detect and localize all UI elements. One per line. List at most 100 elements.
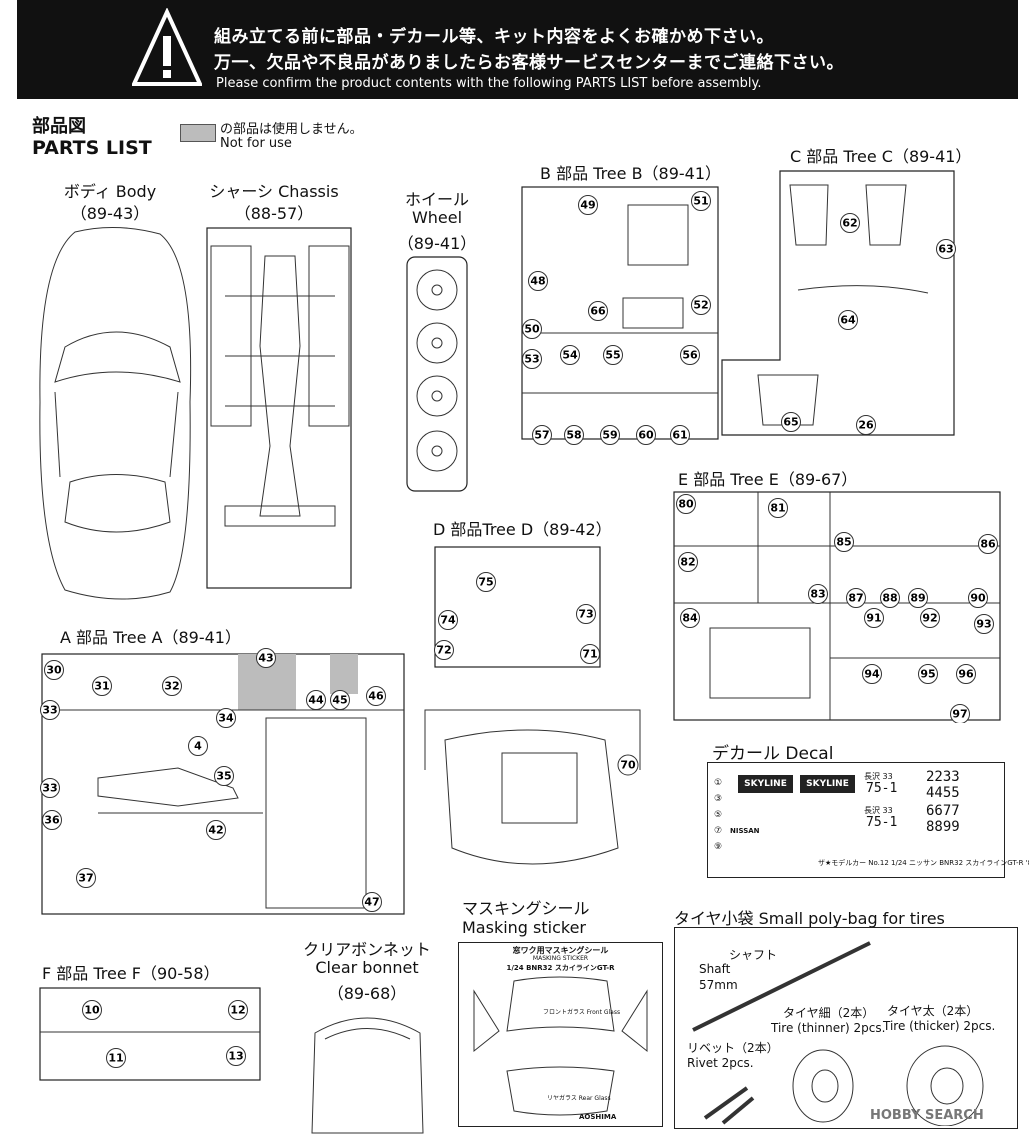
decal-digits-3: 6677 — [926, 803, 960, 819]
tree-e-part-circle — [880, 588, 900, 608]
decal-nissan: NISSAN — [730, 827, 760, 835]
tree-c-title: C 部品 Tree C（89-41） — [790, 147, 972, 166]
rivet-2 — [721, 1096, 755, 1125]
tree-b-part-circle — [670, 425, 690, 445]
legend-en: Not for use — [220, 136, 292, 151]
tree-e-part-circle — [676, 494, 696, 514]
decal-digits-2: 4455 — [926, 785, 960, 801]
tree-f-part-circle — [82, 1000, 102, 1020]
tree-d-part-circle — [476, 572, 496, 592]
tree-a-part-number: 31 — [94, 680, 109, 693]
tree-e-part-circle — [968, 588, 988, 608]
tree-e-part-number: 95 — [920, 668, 935, 681]
tree-e-part-number: 81 — [770, 502, 785, 515]
tree-b-part-number: 53 — [524, 353, 539, 366]
tree-a-part-circle — [40, 778, 60, 798]
tree-a-part-number: 47 — [364, 896, 379, 909]
decal-plate-region-2: 長沢 33 — [864, 806, 893, 815]
tree-f-part-circle — [106, 1048, 126, 1068]
tree-f-part-number: 10 — [84, 1004, 100, 1017]
tree-a-part-number: 30 — [46, 664, 62, 677]
tree-a-part-circle — [256, 648, 276, 668]
tree-d-part-number: 71 — [582, 648, 597, 661]
tree-e-part-number: 90 — [970, 592, 986, 605]
tree-e-part-number: 85 — [836, 536, 851, 549]
masking-shapes — [473, 976, 648, 1116]
decal-circled-numbers: ① ③ ⑤ ⑦ ⑨ — [714, 775, 726, 855]
decal-skyline-1: SKYLINE — [738, 775, 793, 793]
tree-e-title: E 部品 Tree E（89-67） — [678, 470, 858, 489]
tree-e-part-number: 86 — [980, 538, 996, 551]
tree-e-part-number: 91 — [866, 612, 881, 625]
tree-a-part-circle — [214, 766, 234, 786]
tree-e-part-number: 88 — [882, 592, 897, 605]
tree-b-part-number: 51 — [693, 195, 708, 208]
tree-a-part-number: 45 — [332, 694, 347, 707]
tree-d-part-circle — [580, 644, 600, 664]
tree-f-part-number: 11 — [108, 1052, 123, 1065]
tree-e-part-number: 96 — [958, 668, 974, 681]
tree-a-part-circle — [76, 868, 96, 888]
tires-box: シャフト Shaft 57mm タイヤ細（2本） Tire (thinner) … — [674, 927, 1018, 1129]
decal-plate-2: 75-1 — [866, 815, 898, 830]
tree-e-part-number: 93 — [976, 618, 991, 631]
tree-d-part-number: 74 — [440, 614, 456, 627]
tree-a-part-number: 42 — [208, 824, 223, 837]
tree-b-part-number: 54 — [562, 349, 578, 362]
tree-c-part-circle — [781, 412, 801, 432]
tree-a-part-number: 35 — [216, 770, 231, 783]
decal-title: デカール Decal — [712, 744, 834, 764]
tree-b-part-number: 55 — [605, 349, 620, 362]
tree-a-part-number: 34 — [218, 712, 234, 725]
tree-c-part-circle — [840, 213, 860, 233]
decal-circled-1: ① — [714, 778, 723, 788]
tree-b-part-circle — [636, 425, 656, 445]
tree-a-part-circle — [206, 820, 226, 840]
chassis-drawing — [206, 227, 352, 589]
tree-a-part-number: 37 — [78, 872, 93, 885]
tree-a-part-circle — [92, 676, 112, 696]
masking-sheet-model: 1/24 BNR32 スカイラインGT-R — [506, 964, 615, 972]
tree-a-part-number: 36 — [44, 814, 60, 827]
part-70-number: 70 — [620, 759, 636, 772]
shaft-label-jp: シャフト — [729, 948, 778, 962]
tree-f-part-number: 13 — [228, 1050, 243, 1063]
tree-e-part-number: 87 — [848, 592, 863, 605]
tires-title: タイヤ小袋 Small poly-bag for tires — [674, 909, 945, 928]
decal-circled-7: ⑦ — [714, 826, 723, 836]
masking-brand-logo: AOSHIMA — [579, 1113, 617, 1121]
tire-thin — [792, 1049, 854, 1123]
tree-c-part-circle — [856, 415, 876, 435]
watermark-logo: HOBBY SEARCH — [870, 1108, 984, 1123]
tree-c-part-number: 62 — [842, 217, 857, 230]
tree-e-part-circle — [846, 588, 866, 608]
tree-e-part-number: 84 — [682, 612, 698, 625]
tree-a-part-circle — [330, 690, 350, 710]
tree-b-part-number: 66 — [590, 305, 606, 318]
tree-a-part-circle — [216, 708, 236, 728]
tree-b-part-circle — [680, 345, 700, 365]
tree-b-part-number: 58 — [566, 429, 581, 442]
parts-list-title-en: PARTS LIST — [32, 137, 152, 159]
tree-b-part-circle — [578, 195, 598, 215]
tree-e-part-circle — [908, 588, 928, 608]
tree-b-part-circle — [528, 271, 548, 291]
tree-e-part-number: 97 — [952, 708, 967, 721]
tree-e-part-number: 89 — [910, 592, 925, 605]
tree-e-part-circle — [920, 608, 940, 628]
decal-sheet: SKYLINE SKYLINE 長沢 33 75-1 長沢 33 75-1 22… — [707, 762, 1029, 878]
tire-thick-jp: タイヤ太（2本） — [887, 1004, 979, 1018]
clear-bonnet-en: Clear bonnet — [315, 958, 419, 977]
tree-b-part-circle — [691, 191, 711, 211]
tire-thin-jp: タイヤ細（2本） — [783, 1006, 875, 1020]
tree-b-part-number: 57 — [534, 429, 549, 442]
tree-a-part-number: 44 — [308, 694, 324, 707]
tree-e-part-circle — [950, 704, 970, 723]
tree-a-part-number: 4 — [194, 740, 202, 753]
tree-b-part-circle — [560, 345, 580, 365]
tree-c-part-circle — [936, 239, 956, 259]
tree-e-part-circle — [864, 608, 884, 628]
tree-e-part-number: 83 — [810, 588, 825, 601]
